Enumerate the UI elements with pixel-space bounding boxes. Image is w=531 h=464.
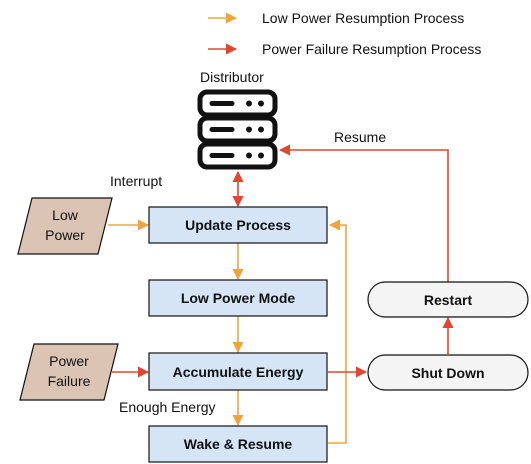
shut-down-label: Shut Down <box>411 365 484 381</box>
arrow-restart-distributor <box>278 144 449 282</box>
power-failure-line2: Failure <box>48 373 91 389</box>
legend-low-power-label: Low Power Resumption Process <box>262 10 464 26</box>
interrupt-label: Interrupt <box>110 173 162 189</box>
arrow-wake-update <box>328 219 347 444</box>
update-process-box: Update Process <box>148 206 328 244</box>
resume-label: Resume <box>334 129 386 145</box>
restart-label: Restart <box>424 292 473 308</box>
shut-down-state: Shut Down <box>367 354 529 391</box>
update-process-label: Update Process <box>185 217 291 233</box>
low-power-mode-label: Low Power Mode <box>181 290 296 306</box>
low-power-line2: Power <box>45 227 85 243</box>
legend: Low Power Resumption Process Power Failu… <box>208 10 481 57</box>
power-failure-input: Power Failure <box>19 343 119 401</box>
low-power-line1: Low <box>52 207 79 223</box>
low-power-mode-box: Low Power Mode <box>148 279 328 317</box>
accumulate-energy-label: Accumulate Energy <box>173 364 304 380</box>
distributor-label: Distributor <box>200 69 264 85</box>
power-failure-line1: Power <box>49 353 89 369</box>
restart-state: Restart <box>367 281 529 318</box>
arrows <box>108 144 454 444</box>
legend-power-failure-label: Power Failure Resumption Process <box>262 41 481 57</box>
wake-resume-label: Wake & Resume <box>184 436 293 452</box>
accumulate-energy-box: Accumulate Energy <box>148 352 328 391</box>
wake-resume-box: Wake & Resume <box>148 425 328 463</box>
server-icon <box>197 89 278 170</box>
enough-energy-label: Enough Energy <box>119 399 216 415</box>
low-power-input: Low Power <box>17 197 113 255</box>
